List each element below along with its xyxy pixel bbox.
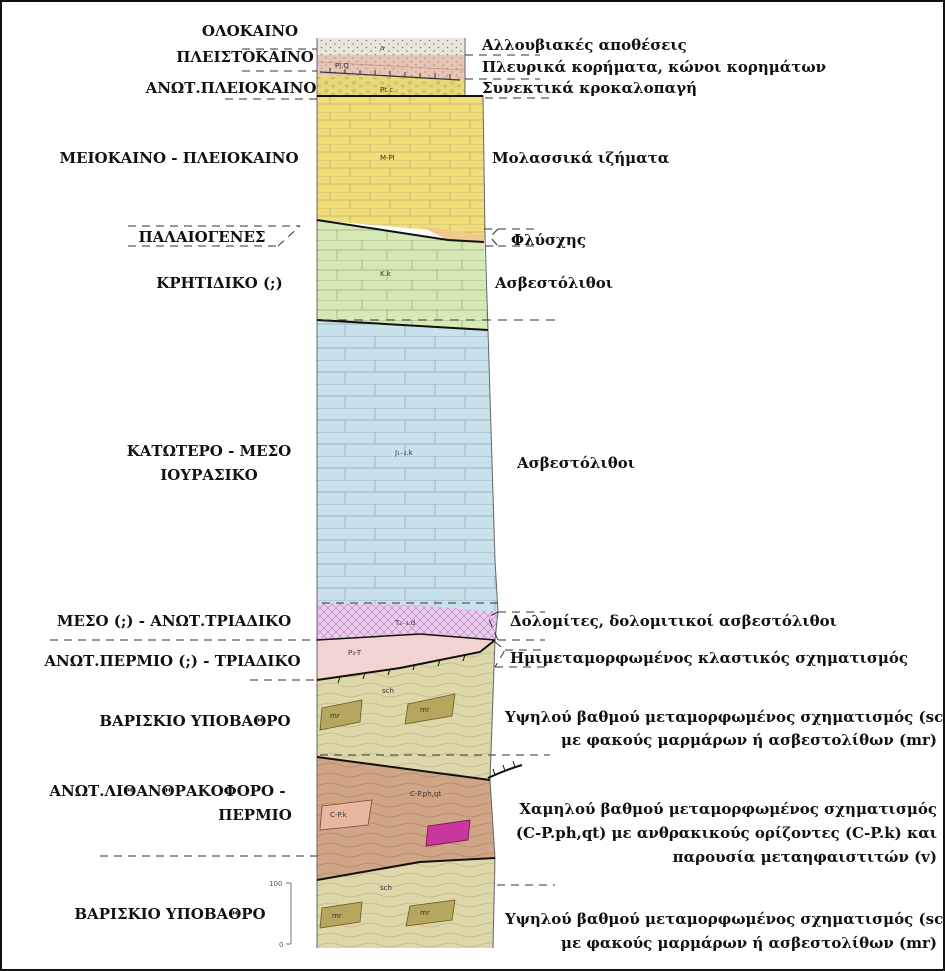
code-label: mr (420, 909, 430, 917)
code-label: C-P.k (330, 811, 348, 819)
lith-label-limestones-cretaceous: Ασβεστόλιθοι (495, 274, 613, 292)
age-label-holocene: ΟΛΟΚΑΙΝΟ (190, 22, 310, 40)
age-label-mio-pliocene: ΜΕΙΟΚΑΙΝΟ - ΠΛΕΙΟΚΑΙΝΟ (48, 149, 310, 167)
code-label: mr (330, 712, 340, 720)
lith-label-alluvial: Αλλουβιακές αποθέσεις (482, 36, 687, 54)
age-label-variscan-lower: ΒΑΡΙΣΚΙΟ ΥΠΟΒΑΘΡΟ (70, 905, 270, 923)
code-label: P₃-T (348, 649, 362, 657)
age-label-permian-triassic: ΑΝΩΤ.ΠΕΡΜΙΟ (;) - ΤΡΙΑΔΙΚΟ (30, 652, 315, 670)
age-label-variscan-upper: ΒΑΡΙΣΚΙΟ ΥΠΟΒΑΘΡΟ (80, 712, 310, 730)
age-label-carb-perm-line1: ΑΝΩΤ.ΛΙΘΑΝΘΡΑΚΟΦΟΡΟ - (25, 782, 310, 800)
code-label: J₁₋₂.k (394, 449, 414, 457)
code-label: mr (332, 912, 342, 920)
age-label-upper-pliocene: ΑΝΩΤ.ΠΛΕΙΟΚΑΙΝΟ (145, 79, 317, 97)
lith-label-highgrade-lower-line2: με φακούς μαρμάρων ή ασβεστολίθων (mr) (505, 934, 937, 952)
lith-label-flysch: Φλύσχης (511, 231, 586, 249)
code-label: Pl.Q (335, 62, 349, 70)
age-label-jurassic-line2: ΙΟΥΡΑΣΙΚΟ (118, 466, 300, 484)
age-label-jurassic-line1: ΚΑΤΩΤΕΡΟ - ΜΕΣΟ (118, 442, 300, 460)
lith-label-lowgrade-line2: (C-P.ph,qt) με ανθρακικούς ορίζοντες (C-… (505, 824, 937, 842)
code-label: K.k (380, 270, 392, 278)
age-label-cretaceous: ΚΡΗΤΙΔΙΚΟ (;) (142, 274, 297, 292)
column-layers (317, 38, 522, 948)
code-label: sch (380, 884, 392, 892)
age-label-triassic: ΜΕΣΟ (;) - ΑΝΩΤ.ΤΡΙΑΔΙΚΟ (43, 612, 305, 630)
scale-bottom-label: 0 (279, 941, 283, 949)
code-label: T₂₋₃.d (394, 619, 415, 627)
code-label: a (380, 44, 384, 52)
lith-label-scree: Πλευρικά κορήματα, κώνοι κορημάτων (482, 58, 826, 76)
lith-label-limestones-jurassic: Ασβεστόλιθοι (517, 454, 635, 472)
age-label-pleistocene: ΠΛΕΙΣΤΟΚΑΙΝΟ (175, 48, 315, 66)
lith-label-conglomerates: Συνεκτικά κροκαλοπαγή (482, 79, 697, 97)
lith-label-highgrade-lower-line1: Υψηλού βαθμού μεταμορφωμένος σχηματισμός… (505, 910, 937, 928)
scale-bar: 100 0 (269, 880, 291, 949)
lith-label-lowgrade-line3: παρουσία μεταηφαιστιτών (v) (505, 848, 937, 866)
code-label: M-Pl (380, 154, 395, 162)
lith-label-highgrade-upper-line1: Υψηλού βαθμού μεταμορφωμένος σχηματισμός… (505, 708, 937, 726)
lith-label-lowgrade-line1: Χαμηλού βαθμού μεταμορφωμένος σχηματισμό… (505, 800, 937, 818)
code-label: mr (420, 706, 430, 714)
lith-label-dolomites: Δολομίτες, δολομιτικοί ασβεστόλιθοι (510, 612, 837, 630)
age-label-carb-perm-line2: ΠΕΡΜΙΟ (200, 806, 310, 824)
lith-label-highgrade-upper-line2: με φακούς μαρμάρων ή ασβεστολίθων (mr) (505, 731, 937, 749)
lith-label-molasse: Μολασσικά ιζήματα (492, 149, 669, 167)
code-label: Pt.c (380, 86, 393, 94)
age-label-paleogene: ΠΑΛΑΙΟΓΕΝΕΣ (128, 228, 276, 246)
lith-label-semi-metamorphic: Ημιμεταμορφωμένος κλαστικός σχηματισμός (510, 649, 908, 667)
code-label: sch (382, 687, 394, 695)
code-label: C-P.ph,qt (410, 790, 441, 798)
scale-top-label: 100 (269, 880, 282, 888)
